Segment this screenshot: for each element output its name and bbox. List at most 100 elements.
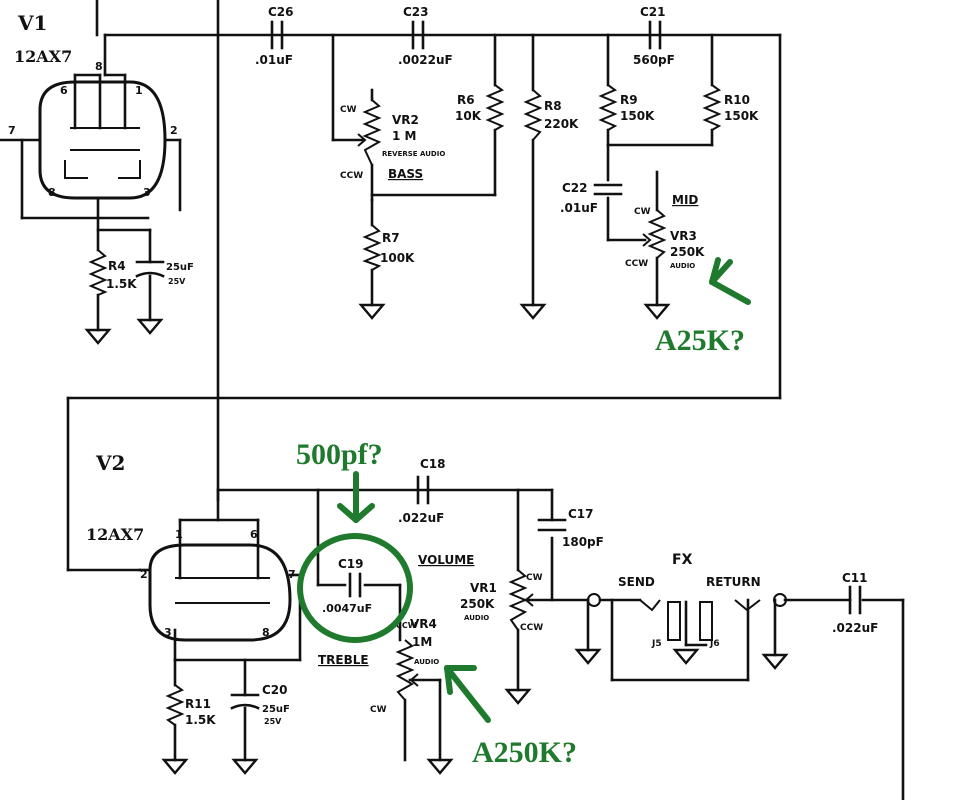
vr4-ccw: CCW (396, 621, 417, 630)
vr4-value: 1M (412, 635, 432, 649)
fx-return: RETURN (706, 575, 761, 589)
vr1-note: AUDIO (464, 614, 489, 622)
cap-c17 (537, 518, 567, 532)
vr4-cw: CW (370, 705, 387, 715)
vr1-ref: VR1 (470, 581, 497, 595)
bottom-wiring (216, 488, 905, 800)
r11-value: 1.5K (185, 713, 216, 727)
c19-value: .0047uF (322, 602, 372, 615)
fx-j5: J5 (651, 639, 662, 649)
svg-text:3: 3 (143, 186, 151, 199)
cap-c23 (411, 20, 425, 50)
svg-text:7: 7 (288, 568, 296, 581)
r8-ref: R8 (544, 99, 562, 113)
c19-circle-highlight (297, 533, 413, 643)
fx-title: FX (672, 552, 693, 568)
volume-label: VOLUME (418, 553, 474, 567)
r9-ref: R9 (620, 93, 638, 107)
c23-value: .0022uF (398, 53, 453, 67)
vr2-value: 1 M (392, 129, 416, 143)
svg-text:1: 1 (175, 528, 183, 541)
vr2-ref: VR2 (392, 113, 419, 127)
vr4-note: AUDIO (414, 658, 439, 666)
vr3-cw: CW (634, 207, 651, 217)
pot-vr2 (350, 99, 382, 166)
vr2-cw: CW (340, 105, 357, 115)
r6-value: 10K (455, 109, 482, 123)
cv1-value: 25uF (166, 262, 194, 273)
c20-ref: C20 (262, 683, 288, 697)
resistor-r10 (702, 84, 722, 131)
pot-vr3 (642, 209, 667, 259)
r10-ref: R10 (724, 93, 750, 107)
cap-c19 (348, 572, 362, 598)
tube-v1 (0, 73, 182, 332)
vr3-note: AUDIO (670, 262, 695, 270)
c17-value: 180pF (562, 535, 604, 549)
cap-c11 (848, 585, 862, 615)
resistor-r4 (88, 249, 108, 296)
vr3-value: 250K (670, 245, 705, 259)
resistor-r8 (523, 89, 543, 141)
bass-label: BASS (388, 167, 423, 181)
mid-label: MID (672, 193, 698, 207)
tube-v2 (138, 518, 302, 762)
fx-send: SEND (618, 575, 655, 589)
ground-symbols-top (84, 303, 671, 345)
cap-c20 (230, 693, 260, 710)
svg-text:8: 8 (48, 186, 56, 199)
vr2-ccw: CCW (340, 171, 363, 181)
a25k-annotation: A25K? (655, 324, 745, 357)
c21-ref: C21 (640, 5, 666, 19)
svg-text:8: 8 (95, 60, 103, 73)
resistor-r11 (165, 684, 185, 726)
fx-loop-jacks (587, 593, 787, 647)
v2-type: 12AX7 (86, 525, 144, 544)
c17-ref: C17 (568, 507, 594, 521)
resistor-r6 (485, 84, 505, 131)
c11-ref: C11 (842, 571, 868, 585)
c18-value: .022uF (398, 511, 444, 525)
a250k-annotation: A250K? (472, 736, 577, 769)
r6-ref: R6 (457, 93, 475, 107)
vr1-cw: CW (526, 573, 543, 583)
v1-type: 12AX7 (14, 47, 72, 66)
svg-text:2: 2 (170, 124, 178, 137)
resistor-r7 (362, 224, 382, 271)
c22-ref: C22 (562, 181, 588, 195)
svg-text:8: 8 (262, 626, 270, 639)
c19-ref: C19 (338, 557, 364, 571)
r7-value: 100K (380, 251, 415, 265)
vr1-value: 250K (460, 597, 495, 611)
pot-vr1 (508, 569, 534, 631)
v2-ref: V2 (95, 451, 125, 475)
cap-c-v1 (135, 260, 165, 278)
c20-value: 25uF (262, 704, 290, 715)
vr3-ccw: CCW (625, 259, 648, 269)
c20-voltage: 25V (264, 717, 282, 726)
c26-value: .01uF (255, 53, 293, 67)
fx-j6: J6 (709, 639, 720, 649)
green-annotations: A25K? 500pf? A250K? (296, 257, 751, 769)
r9-value: 150K (620, 109, 655, 123)
svg-text:6: 6 (60, 84, 68, 97)
cap-c18 (416, 475, 430, 505)
svg-text:1: 1 (135, 84, 143, 97)
cap-c26 (270, 20, 284, 50)
svg-text:2: 2 (140, 568, 148, 581)
labels: V1 12AX7 V2 12AX7 C26 .01uF C23 .0022uF … (8, 5, 878, 727)
top-wiring (66, 0, 782, 572)
r7-ref: R7 (382, 231, 400, 245)
c21-value: 560pF (633, 53, 675, 67)
c23-ref: C23 (403, 5, 429, 19)
cap-c22 (593, 183, 623, 196)
svg-text:7: 7 (8, 124, 16, 137)
v1-ref: V1 (17, 11, 47, 35)
svg-text:6: 6 (250, 528, 258, 541)
vr1-ccw: CCW (520, 623, 543, 633)
cap-c21 (648, 20, 662, 50)
c11-value: .022uF (832, 621, 878, 635)
r11-ref: R11 (185, 697, 211, 711)
